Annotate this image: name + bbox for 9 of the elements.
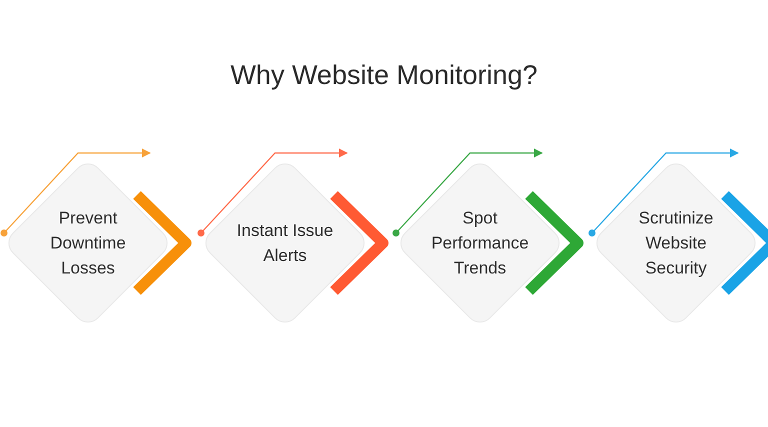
title: Why Website Monitoring?: [230, 60, 538, 90]
arrow: [0, 148, 151, 236]
card-label: Instant Issue Alerts: [236, 220, 334, 267]
arrow: [588, 148, 739, 236]
arrow: [198, 148, 348, 236]
arrow: [392, 148, 543, 236]
card-label: Scrutinize Website Security: [638, 208, 714, 280]
card-label: Spot Performance Trends: [430, 208, 530, 280]
card-label: Prevent Downtime Losses: [49, 208, 127, 280]
